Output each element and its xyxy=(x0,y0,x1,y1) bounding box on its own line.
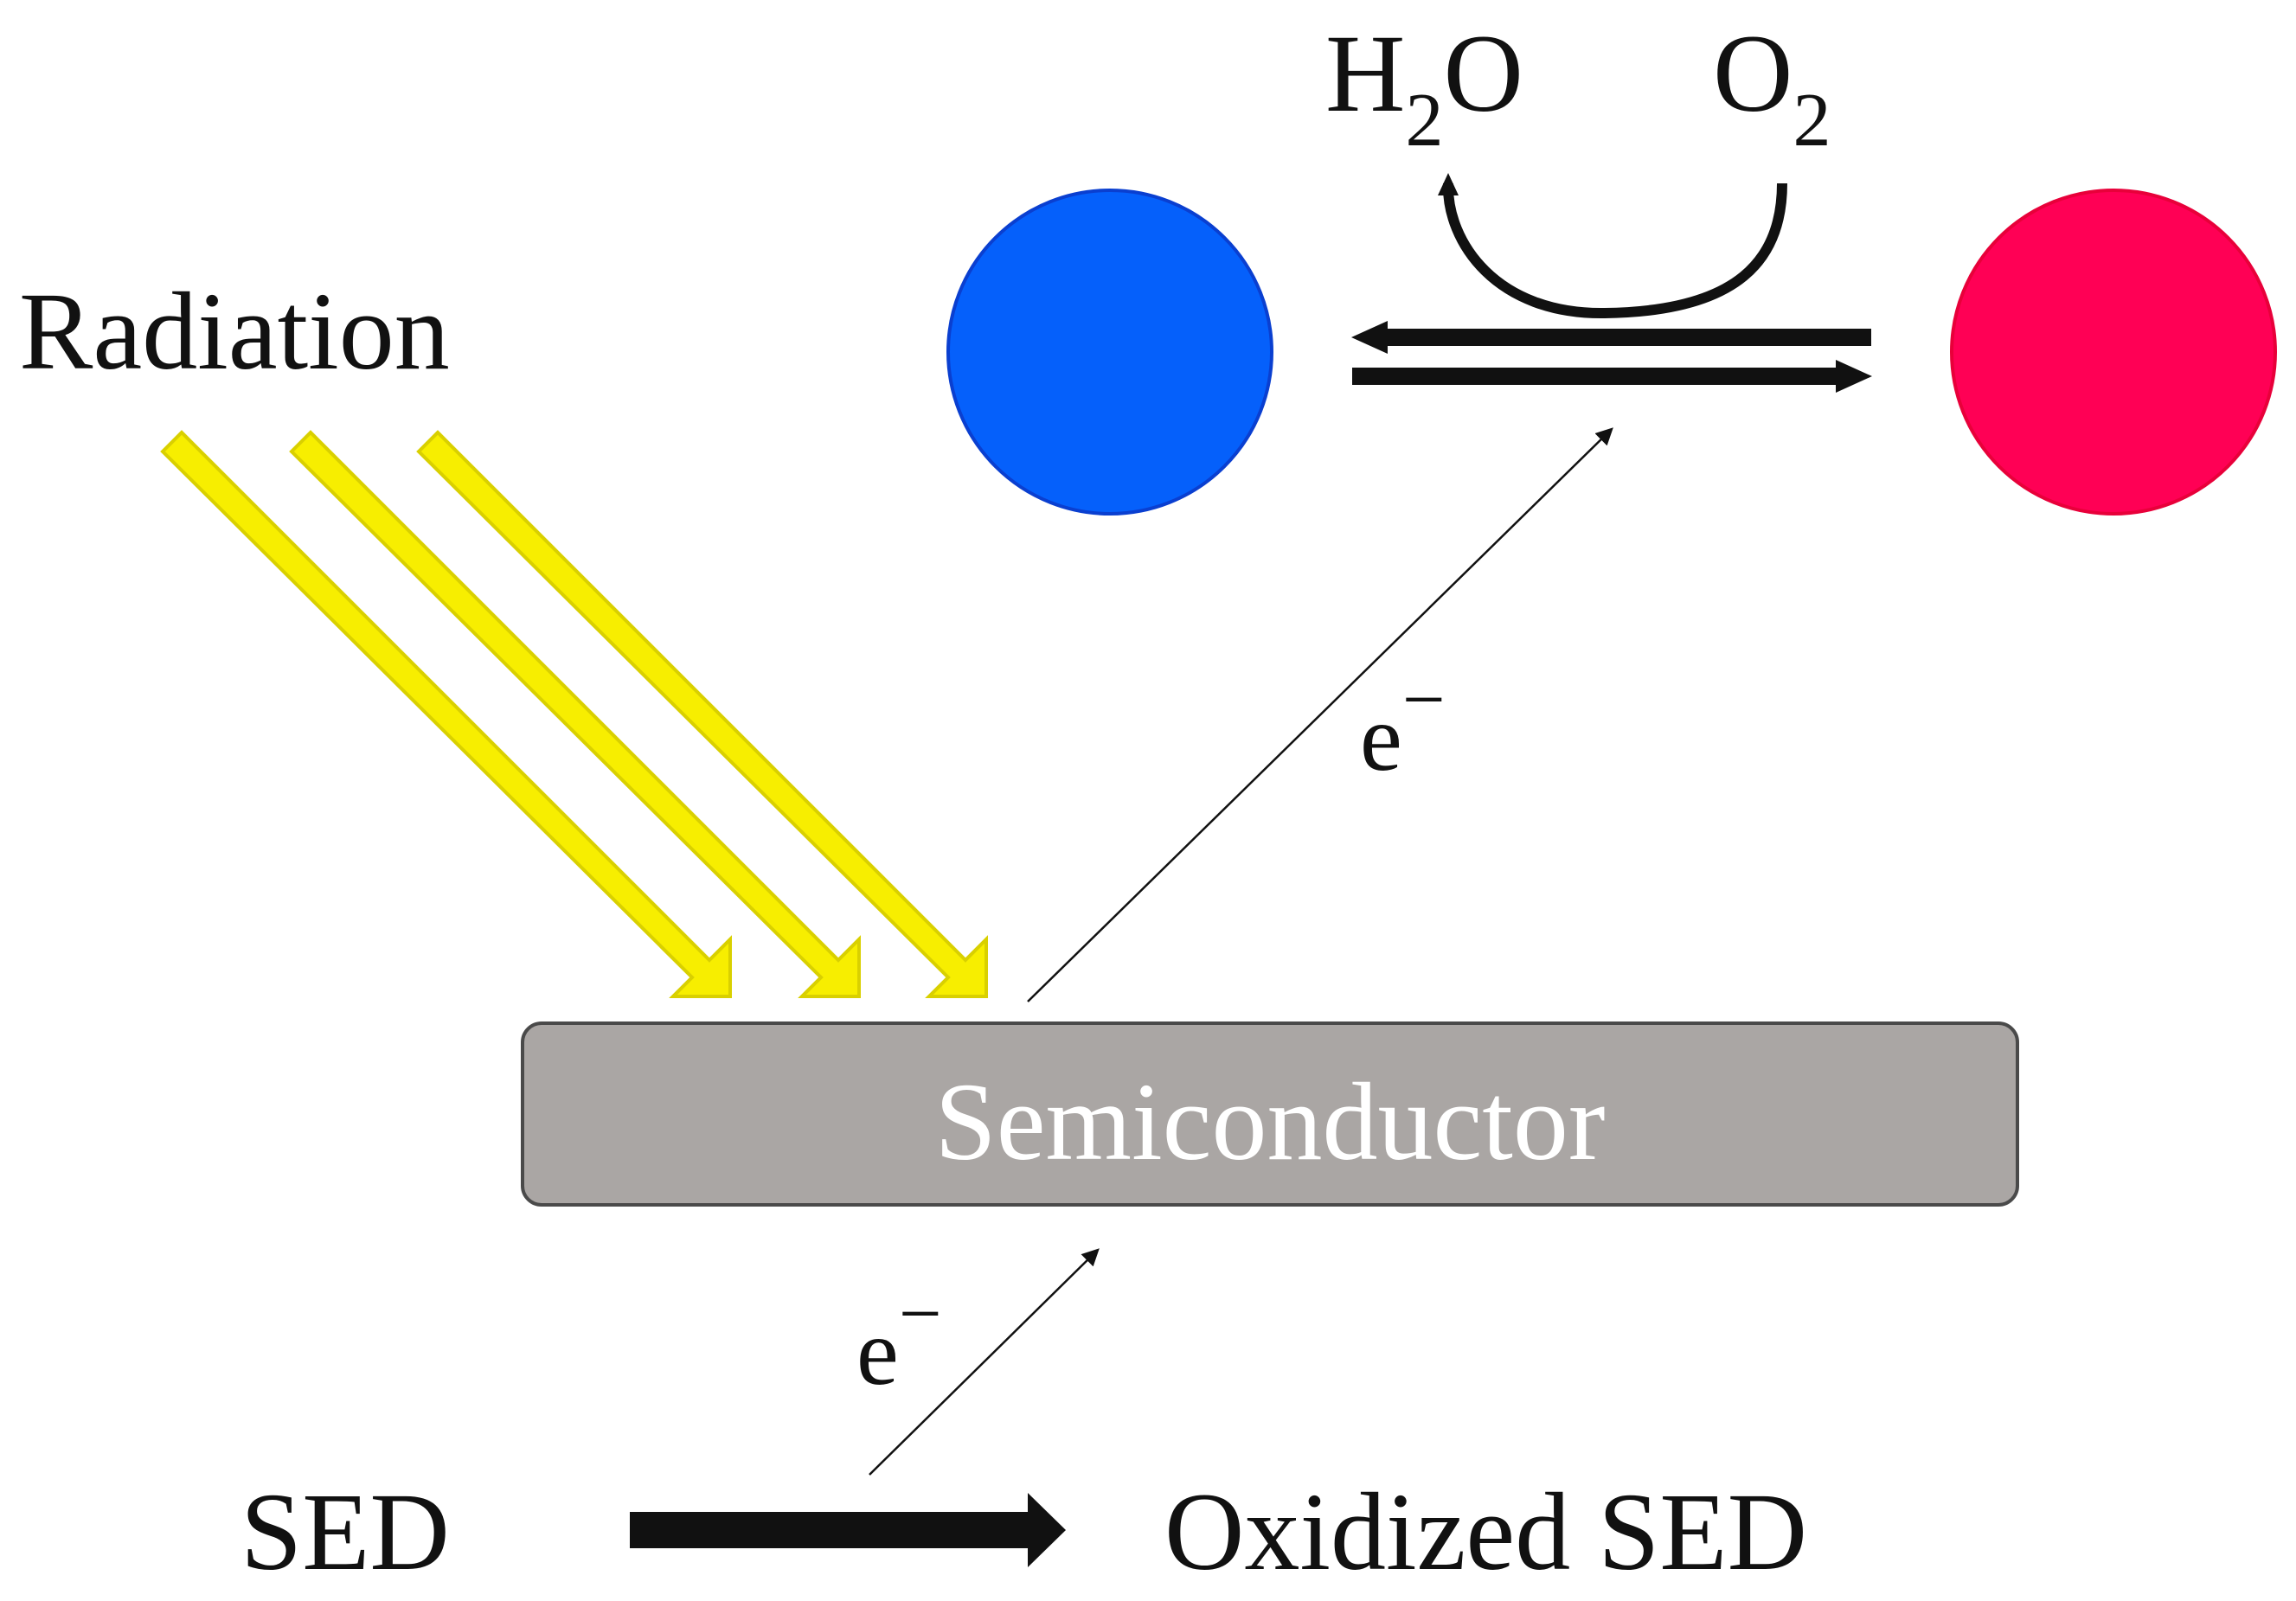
o2-label: O2 xyxy=(1713,12,1831,163)
radiation-arrow-3 xyxy=(416,430,988,998)
svg-text:H2O: H2O xyxy=(1325,12,1523,163)
arrow-to-blue-head xyxy=(1351,321,1388,354)
o2-subscript: 2 xyxy=(1793,79,1831,163)
sed-label: SED xyxy=(241,1470,450,1593)
sed-oxidation-arrow-head xyxy=(1028,1493,1066,1567)
oxidized-sed-label: Oxidized SED xyxy=(1164,1470,1807,1593)
arrow-to-red-head xyxy=(1836,360,1872,393)
svg-text:O2: O2 xyxy=(1713,12,1831,163)
electron-bottom-e: e xyxy=(856,1299,899,1405)
electron-label-top: e− xyxy=(1360,658,1445,791)
radiation-label: Radiation xyxy=(19,270,450,393)
svg-text:e−: e− xyxy=(856,1272,941,1405)
electron-bottom-charge: − xyxy=(899,1272,942,1356)
o2-o: O xyxy=(1713,12,1793,135)
semiconductor-block: Semiconductor xyxy=(521,1021,2019,1207)
electron-label-bottom: e− xyxy=(856,1272,941,1405)
svg-text:e−: e− xyxy=(1360,658,1445,791)
o2-to-h2o-curved-arrow xyxy=(1442,183,1787,319)
electron-transfer-arrow-bottom xyxy=(869,1248,1100,1476)
radiation-arrow-2 xyxy=(289,430,861,998)
red-circle xyxy=(1950,189,2277,516)
radiation-arrows xyxy=(160,430,988,998)
blue-circle xyxy=(946,189,1273,516)
semiconductor-label: Semiconductor xyxy=(935,1060,1606,1183)
sed-oxidation-arrow xyxy=(630,1493,1066,1567)
electron-top-e: e xyxy=(1360,685,1402,791)
h2o-subscript: 2 xyxy=(1405,79,1443,163)
h2o-h: H xyxy=(1325,12,1405,135)
h2o-label: H2O xyxy=(1325,12,1523,163)
radiation-arrow-1 xyxy=(160,430,732,998)
electron-transfer-arrow-top xyxy=(1027,427,1613,1002)
sed-oxidation-arrow-shaft xyxy=(630,1512,1028,1548)
electron-top-charge: − xyxy=(1402,658,1446,742)
semiconductor-rect xyxy=(521,1021,2019,1207)
curved-arrow-head xyxy=(1438,173,1459,195)
h2o-o: O xyxy=(1443,12,1523,135)
equilibrium-arrows xyxy=(1351,321,1872,393)
